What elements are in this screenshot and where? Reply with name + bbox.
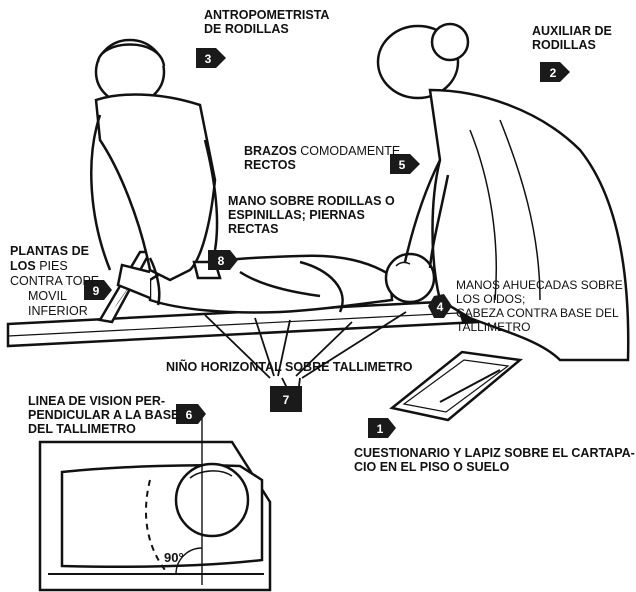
label-antropometrista-line1: ANTROPOMETRISTA — [204, 8, 329, 22]
label-antropometrista-line2: DE RODILLAS — [204, 22, 289, 36]
label-plantas-line4: MOVIL — [10, 289, 67, 303]
label-mano-line2: ESPINILLAS; PIERNAS — [228, 208, 365, 222]
label-plantas-line2-thin: PIES — [39, 259, 68, 273]
badge-2: 2 — [540, 62, 570, 82]
label-cuestionario-line1: CUESTIONARIO Y LAPIZ SOBRE EL CARTAPA- — [354, 446, 635, 460]
label-manos-line3: CABEZA CONTRA BASE DEL — [456, 306, 619, 320]
label-mano: MANO SOBRE RODILLAS O ESPINILLAS; PIERNA… — [228, 194, 395, 236]
label-manos-line2: LOS OIDOS; — [456, 292, 525, 306]
badge-7: 7 — [270, 386, 302, 412]
angle-label: 90° — [164, 550, 184, 565]
label-linea-line2: PENDICULAR A LA BASE — [28, 408, 179, 422]
badge-1-label: 1 — [377, 422, 384, 436]
label-mano-line1: MANO SOBRE RODILLAS O — [228, 194, 395, 208]
label-plantas: PLANTAS DE LOS PIES CONTRA TOPE MOVIL IN… — [10, 244, 99, 319]
label-manos: MANOS AHUECADAS SOBRE LOS OIDOS; CABEZA … — [456, 278, 623, 334]
badge-2-label: 2 — [550, 66, 557, 80]
label-brazos-bold: BRAZOS — [244, 144, 297, 158]
label-antropometrista: ANTROPOMETRISTA DE RODILLAS — [204, 8, 329, 36]
label-plantas-line5: INFERIOR — [10, 304, 88, 318]
inset-panel — [40, 418, 270, 590]
label-plantas-line2-bold: LOS — [10, 259, 36, 273]
label-manos-line4: TALLIMETRO — [456, 320, 530, 334]
label-cuestionario-line2: CIO EN EL PISO O SUELO — [354, 460, 509, 474]
badge-3-label: 3 — [205, 52, 212, 66]
label-brazos-line2: RECTOS — [244, 158, 296, 172]
label-auxiliar-line2: RODILLAS — [532, 38, 596, 52]
label-brazos: BRAZOS COMODAMENTE RECTOS — [244, 144, 400, 172]
badge-3: 3 — [196, 48, 226, 68]
badge-8-label: 8 — [218, 254, 225, 268]
label-auxiliar: AUXILIAR DE RODILLAS — [532, 24, 612, 52]
label-brazos-rest: COMODAMENTE — [300, 144, 400, 158]
label-plantas-line3: CONTRA TOPE — [10, 274, 99, 288]
anthropometrist-figure — [91, 40, 220, 305]
label-nino: NIÑO HORIZONTAL SOBRE TALLIMETRO — [166, 360, 413, 374]
badge-7-label: 7 — [283, 393, 290, 407]
label-plantas-line1: PLANTAS DE — [10, 244, 89, 258]
label-manos-line1: MANOS AHUECADAS SOBRE — [456, 278, 623, 292]
label-auxiliar-line1: AUXILIAR DE — [532, 24, 612, 38]
label-linea-line1: LINEA DE VISION PER- — [28, 394, 165, 408]
badge-4-label: 4 — [437, 300, 444, 314]
label-mano-line3: RECTAS — [228, 222, 278, 236]
badge-1: 1 — [368, 418, 396, 438]
label-nino-text: NIÑO HORIZONTAL SOBRE TALLIMETRO — [166, 360, 413, 374]
label-cuestionario: CUESTIONARIO Y LAPIZ SOBRE EL CARTAPA- C… — [354, 446, 635, 474]
badge-6-label: 6 — [186, 408, 193, 422]
label-linea-line3: DEL TALLIMETRO — [28, 422, 136, 436]
label-linea: LINEA DE VISION PER- PENDICULAR A LA BAS… — [28, 394, 179, 436]
